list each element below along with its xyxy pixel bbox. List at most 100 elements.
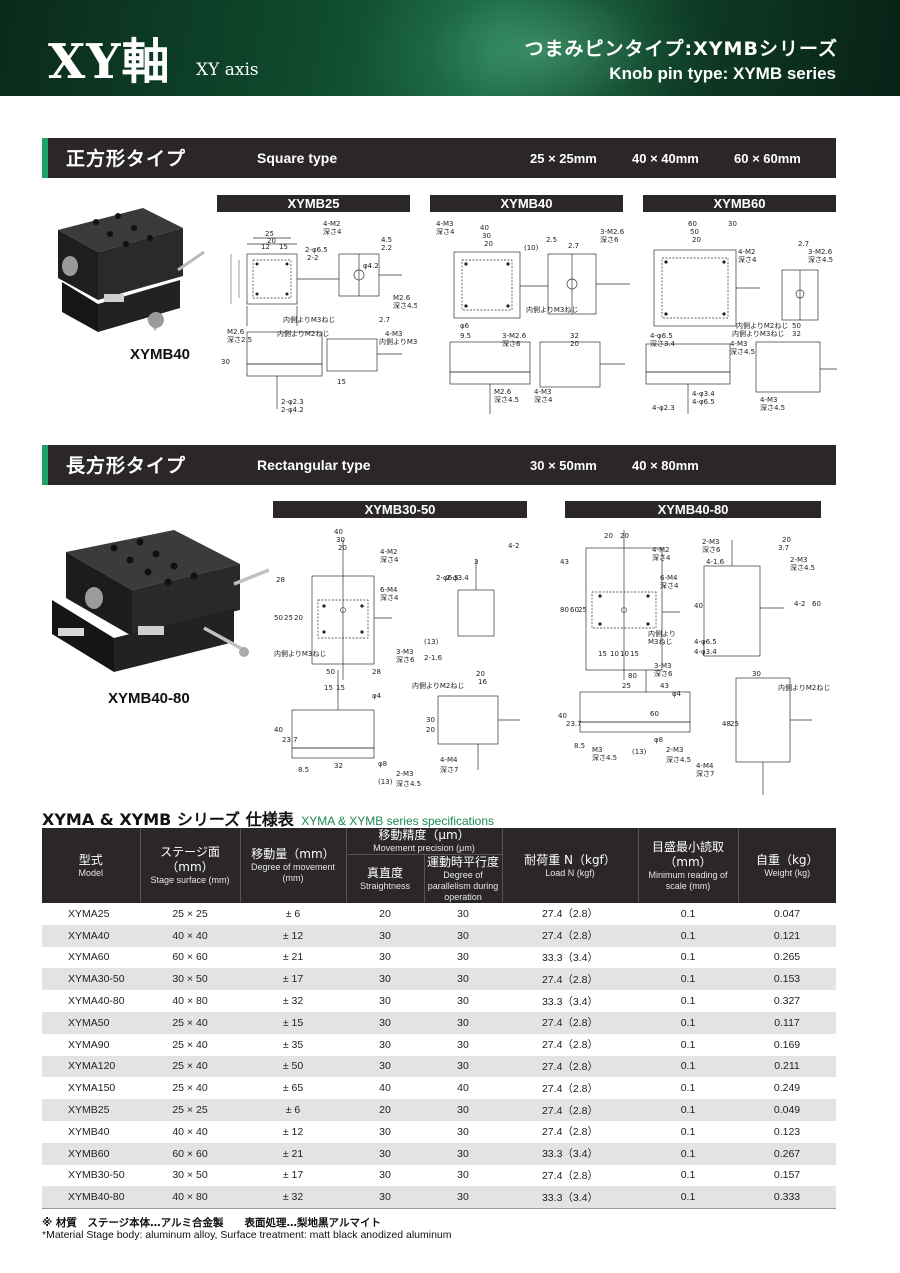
dim-label: 深さ4	[738, 255, 757, 264]
dim-label: 3	[474, 558, 478, 566]
dim-label: 28	[372, 668, 381, 676]
cell-scale: 0.1	[638, 924, 738, 947]
dim-label: 43	[560, 558, 569, 566]
dim-label: 50	[274, 614, 283, 622]
dim-label: 32	[792, 330, 801, 338]
dim-label: 3-M2.6	[502, 332, 527, 340]
cell-scale: 0.1	[638, 968, 738, 991]
dim-label: 内側よりM2ねじ	[277, 329, 329, 338]
dim-label: 48	[722, 720, 731, 728]
dim-label: 30	[336, 536, 345, 544]
spec-title-jp: XYMA & XYMB シリーズ 仕様表	[42, 810, 294, 829]
cell-parallelism: 30	[424, 1186, 502, 1210]
cell-weight: 0.169	[738, 1033, 836, 1056]
size-label: 40 × 80mm	[632, 458, 699, 473]
dim-label: 30	[482, 232, 491, 240]
dim-label: 4-φ2.3	[652, 404, 675, 412]
cell-scale: 0.1	[638, 1077, 738, 1100]
header-weight: 自重（kg）Weight (kg)	[737, 828, 836, 903]
dim-label: 4-2	[508, 542, 519, 550]
dim-label: 20	[782, 536, 791, 544]
cell-straightness: 30	[346, 1164, 424, 1187]
cell-straightness: 30	[346, 946, 424, 969]
dim-label: 深さ6	[702, 545, 721, 554]
dim-label: 28	[276, 576, 285, 584]
dim-label: 2-M3	[666, 746, 683, 754]
dim-label: 20	[426, 726, 435, 734]
dim-label: 8.5	[574, 742, 585, 750]
dim-label: 25	[622, 682, 631, 690]
dim-label: 4-1.6	[706, 558, 725, 566]
dim-label: 2.5	[546, 236, 557, 244]
dim-label: M2.6	[494, 388, 512, 396]
drawing-label-xymb25: XYMB25	[217, 195, 410, 212]
cell-weight: 0.117	[738, 1011, 836, 1034]
section-bar-square: 正方形タイプ Square type 25 × 25mm 40 × 40mm 6…	[42, 138, 836, 178]
cell-model: XYMA30-50	[42, 968, 140, 991]
dim-label: 深さ4.5	[808, 255, 833, 264]
dim-label: 深さ4	[323, 227, 342, 236]
dim-label: 40	[480, 224, 489, 232]
drawing-xymb25: 25 20 15 12 4-M2 深さ4 2-φ6.5 4.5 2.2 φ4.2…	[217, 214, 417, 424]
dim-label: 深さ7	[696, 769, 714, 778]
photo-caption: XYMB40	[130, 346, 191, 363]
cell-model: XYMA40-80	[42, 990, 140, 1012]
cell-model: XYMB60	[42, 1142, 140, 1165]
cell-movement: ± 32	[240, 990, 346, 1012]
dim-label: 内側よりM3ねじ	[732, 329, 784, 338]
drawing-label-xymb40: XYMB40	[430, 195, 623, 212]
cell-scale: 0.1	[638, 1033, 738, 1056]
product-photo-xymb40-80	[44, 520, 274, 690]
dim-label: 10	[620, 650, 629, 658]
dim-label: 60	[812, 600, 821, 608]
page-subtitle: XY axis	[196, 60, 259, 80]
dim-label: 深さ4	[660, 581, 679, 590]
dim-label: 4-M3	[730, 340, 747, 348]
header-scale: 目盛最小読取（mm）Minimum reading of scale (mm)	[637, 828, 738, 903]
cell-weight: 0.327	[738, 990, 836, 1012]
drawing-label-xymb40-80: XYMB40-80	[565, 501, 821, 518]
cell-straightness: 30	[346, 1055, 424, 1078]
dim-label: 3-M3	[396, 648, 413, 656]
dim-label: 23.7	[566, 720, 582, 728]
cell-movement: ± 17	[240, 1164, 346, 1187]
dim-label: M2.6	[393, 294, 411, 302]
dim-label: 8.5	[298, 766, 309, 774]
dim-label: 2-φ2.3	[281, 398, 304, 406]
cell-straightness: 30	[346, 1120, 424, 1143]
dim-label: 深さ4	[534, 395, 553, 404]
drawing-xymb60: 60 50 30 20 4-M2 深さ4 3-M2.6 深さ4.5 2.7 内側…	[632, 214, 842, 424]
cell-movement: ± 12	[240, 924, 346, 947]
cell-stage: 25 × 40	[140, 1077, 240, 1100]
dim-label: 30	[221, 358, 230, 366]
cell-stage: 60 × 60	[140, 1142, 240, 1165]
cell-stage: 40 × 80	[140, 990, 240, 1012]
cell-load: 33.3（3.4）	[502, 946, 638, 969]
section-title-jp: 長方形タイプ	[66, 455, 187, 477]
dim-label: 2-φ4.2	[281, 406, 304, 414]
cell-weight: 0.267	[738, 1142, 836, 1165]
dim-label: M3ねじ	[648, 638, 673, 646]
cell-straightness: 30	[346, 1033, 424, 1056]
drawing-xymb30-50: 40 30 20 4-M2 深さ4 6-M4 深さ4 28 50 25 20 内…	[268, 520, 530, 800]
dim-label: 15	[598, 650, 607, 658]
cell-parallelism: 30	[424, 968, 502, 991]
cell-load: 33.3（3.4）	[502, 990, 638, 1012]
size-label: 25 × 25mm	[530, 151, 597, 166]
cell-weight: 0.249	[738, 1077, 836, 1100]
dim-label: 4-M3	[385, 330, 402, 338]
dim-label: 50	[792, 322, 801, 330]
dim-label: 40	[274, 726, 283, 734]
dim-label: (13)	[632, 748, 647, 756]
dim-label: 15	[336, 684, 345, 692]
cell-scale: 0.1	[638, 990, 738, 1012]
dim-label: φ8	[378, 760, 387, 768]
